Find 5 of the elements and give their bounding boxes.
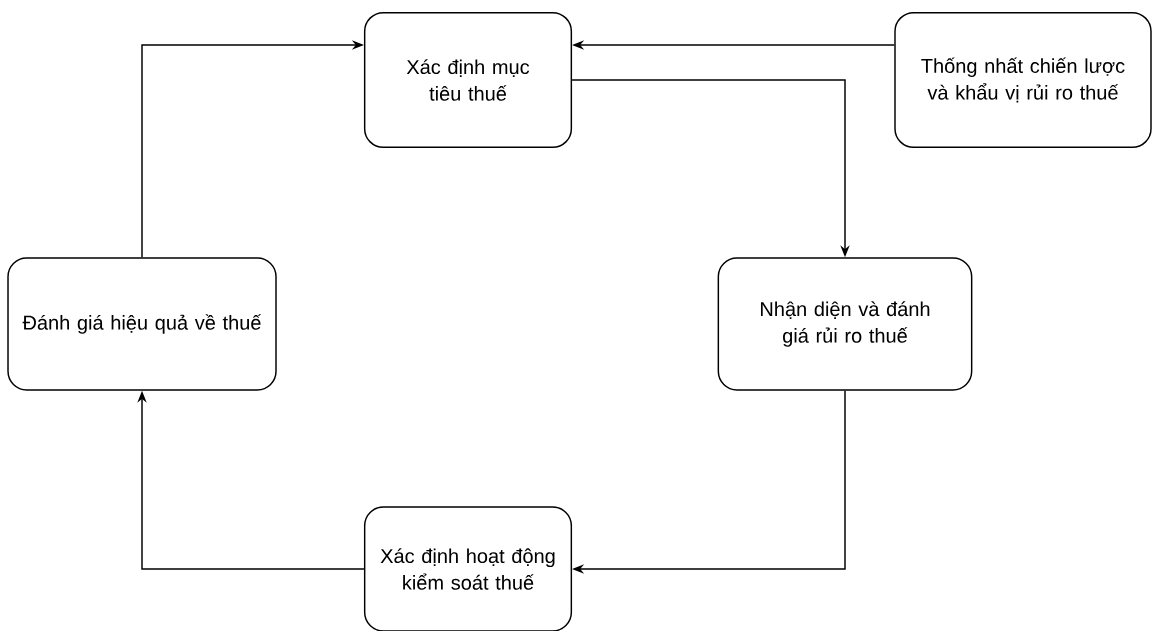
process-box: Nhận diện và đánh giá rủi ro thuế bbox=[717, 257, 973, 391]
process-box: Đánh giá hiệu quả về thuế bbox=[7, 257, 277, 391]
process-box: Thống nhất chiến lược và khẩu vị rủi ro thuế bbox=[894, 11, 1152, 149]
process-box: Xác định mục tiêu thuế bbox=[363, 11, 573, 149]
process-box: Xác định hoạt động kiểm soát thuế bbox=[363, 506, 573, 631]
